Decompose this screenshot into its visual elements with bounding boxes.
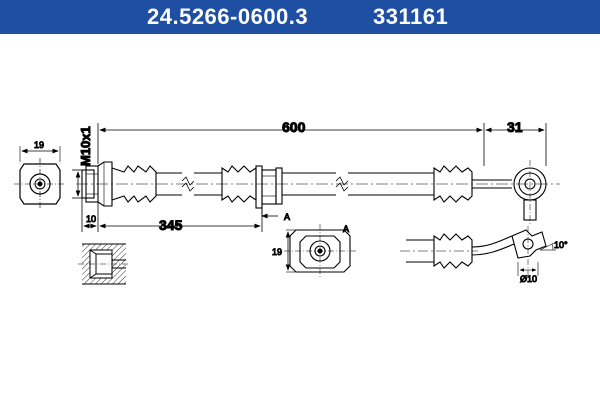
hose-assembly bbox=[81, 161, 547, 221]
left-width-dimension: 19 bbox=[34, 140, 44, 150]
reference-number: 331161 bbox=[373, 4, 449, 29]
mid-length-label: 345 bbox=[159, 217, 183, 233]
technical-drawing: 19 bbox=[14, 119, 569, 285]
thread-dimension-line bbox=[72, 169, 86, 199]
section-marker-label: A bbox=[343, 224, 349, 234]
diameter-label: Ø10 bbox=[520, 274, 537, 284]
section-width-label: 19 bbox=[272, 247, 282, 257]
banjo-top-view bbox=[400, 226, 556, 276]
end-width-label: 10 bbox=[86, 214, 96, 224]
thread-label: M10x1 bbox=[78, 126, 93, 166]
banjo-length-label: 31 bbox=[507, 119, 523, 135]
view-marker-arrow bbox=[261, 204, 278, 219]
total-length-dimension-line bbox=[97, 123, 547, 166]
section-detail-view bbox=[78, 243, 130, 285]
part-number: 24.5266-0600.3 bbox=[147, 4, 309, 29]
left-end-view bbox=[14, 146, 66, 210]
angle-label: 10° bbox=[554, 240, 568, 250]
title-bar: 24.5266-0600.3 331161 bbox=[0, 0, 600, 34]
bottom-dimension-lines bbox=[81, 198, 263, 232]
section-a-view bbox=[284, 224, 356, 278]
view-marker-label: A bbox=[284, 212, 290, 222]
total-length-label: 600 bbox=[282, 119, 306, 135]
